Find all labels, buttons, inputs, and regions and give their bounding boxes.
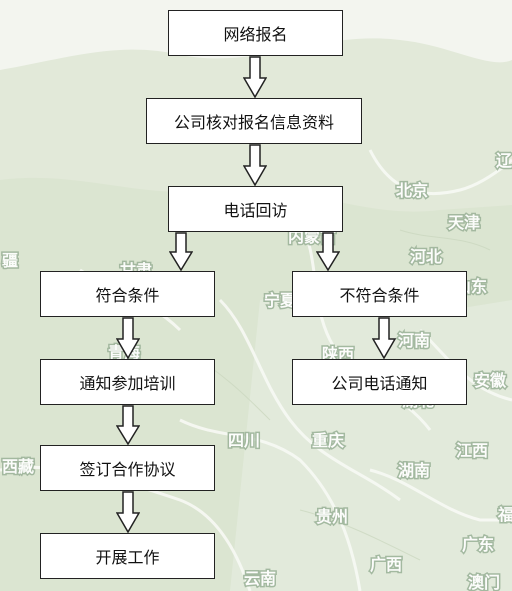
map-label-tianjin: 天津 [448,213,480,232]
map-label-hunan: 湖南 [398,461,430,480]
map-label-henan: 河南 [398,331,430,350]
map-label-guangdong: 广东 [462,535,494,554]
step-qualified: 符合条件 [40,271,215,317]
map-label-xinjiang: 疆 [2,251,18,270]
map-label-guizhou: 贵州 [316,507,348,526]
map-label-guangxi: 广西 [370,555,402,574]
map-label-xizang: 西藏 [2,457,34,476]
map-label-beijing: 北京 [396,181,428,200]
step-start-work: 开展工作 [40,533,215,579]
step-contract: 签订合作协议 [40,445,215,491]
step-phone-followup: 电话回访 [168,186,343,232]
arrow-down-icon [243,144,267,186]
arrow-down-icon [372,317,396,359]
map-label-hebei: 河北 [410,247,442,266]
arrow-down-icon [316,232,340,271]
map-label-anhui: 安徽 [474,371,507,390]
arrow-down-icon [243,56,267,98]
step-verify: 公司核对报名信息资料 [146,98,362,144]
map-label-sichuan: 四川 [228,431,260,450]
step-unqualified: 不符合条件 [292,271,467,317]
map-label-liaoning: 辽 [496,151,512,170]
arrow-down-icon [116,491,140,533]
map-label-ningxia: 宁夏 [264,291,297,310]
map-label-jiangxi: 江西 [456,441,488,460]
step-phone-notify: 公司电话通知 [292,359,467,405]
map-label-fujian: 福 [497,505,512,524]
map-label-chongqing: 重庆 [312,431,344,450]
map-label-yunnan: 云南 [244,569,276,588]
step-register: 网络报名 [168,10,343,56]
map-label-aomen: 澳门 [468,573,500,591]
step-training: 通知参加培训 [40,359,215,405]
arrow-down-icon [116,405,140,445]
arrow-down-icon [169,232,193,271]
arrow-down-icon [116,317,140,359]
